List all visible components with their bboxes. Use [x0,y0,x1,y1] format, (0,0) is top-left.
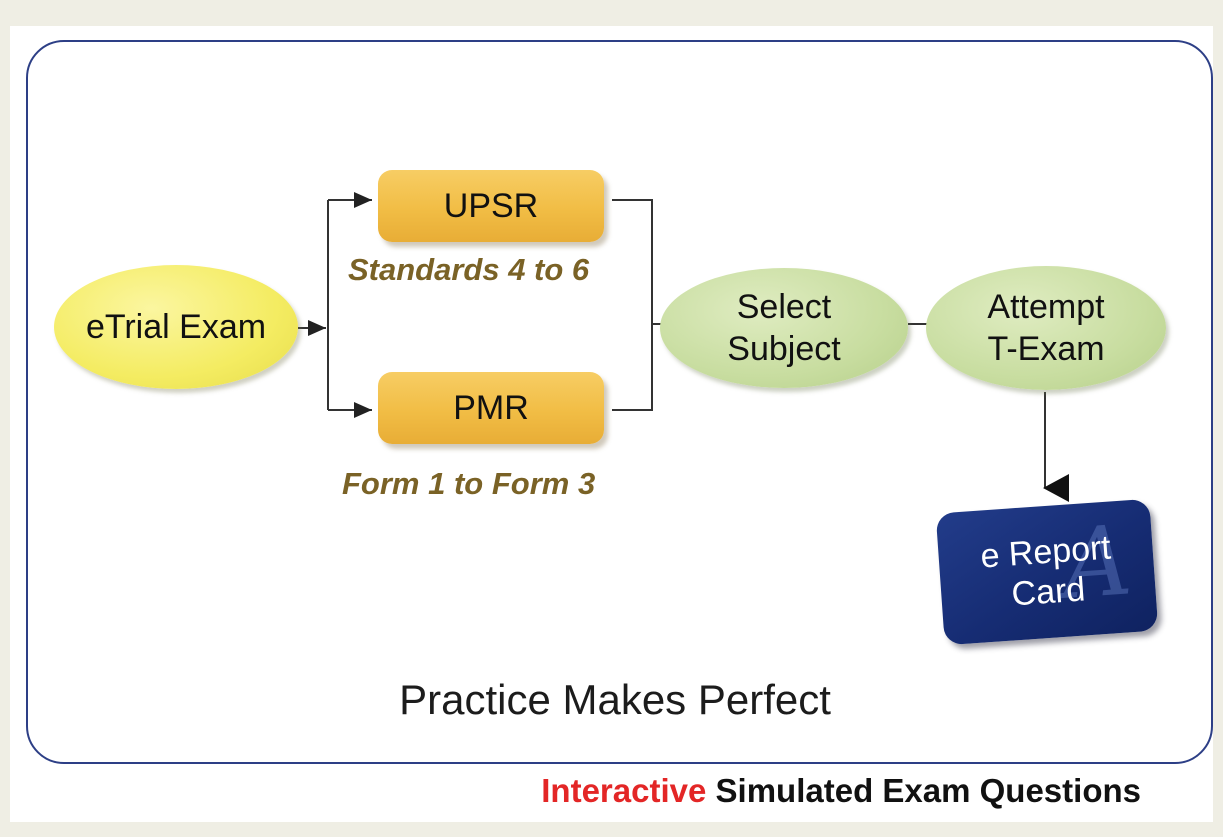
footer-accent-text: Interactive [541,772,707,809]
upsr-label: UPSR [443,186,539,225]
select-subject-node: Select Subject [660,268,908,388]
pmr-caption: Form 1 to Form 3 [342,466,596,501]
footer-banner: Interactive Simulated Exam Questions [541,772,1141,810]
e-report-card-node: A e Report Card [935,498,1159,646]
upsr-caption: Standards 4 to 6 [348,252,590,287]
attempt-texam-line2: T-Exam [987,330,1105,368]
report-card-line2: Card [1010,570,1087,614]
attempt-texam-line1: Attempt [987,288,1105,326]
upsr-node: UPSR [378,170,604,242]
select-subject-line2: Subject [727,330,841,368]
attempt-texam-node: Attempt T-Exam [926,266,1166,390]
merge-connector [612,199,653,411]
etrial-exam-label: eTrial Exam [85,307,267,346]
diagram-panel [26,40,1213,764]
footer-rest-text: Simulated Exam Questions [715,772,1141,809]
select-subject-line1: Select [736,288,832,326]
pmr-label: PMR [453,388,529,427]
tagline: Practice Makes Perfect [399,676,831,723]
pmr-node: PMR [378,372,604,444]
etrial-exam-node: eTrial Exam [54,265,298,389]
